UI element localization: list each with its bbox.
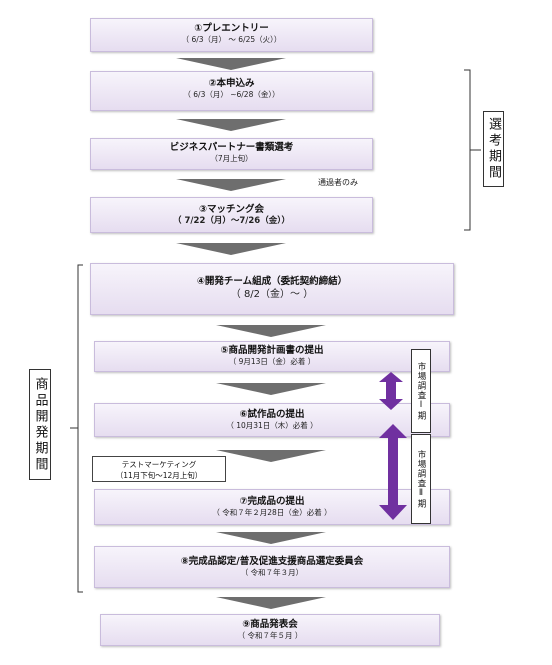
step-title: ⑧完成品認定/普及促進支援商品選定委員会 (180, 556, 364, 567)
selection-period-label: 選考期間 (483, 111, 504, 187)
step-date: （ 10月31日（木）必着 ） (226, 421, 318, 430)
step-date: （ 令和７年２月28日（金）必着 ） (212, 508, 332, 517)
step-title: ⑤商品開発計画書の提出 (220, 345, 324, 356)
market-research-2-arrow (379, 424, 407, 520)
step-date: （ 9月13日（金）必着 ） (228, 357, 316, 366)
step-document-screening: ビジネスパートナー書類選考 （7月上旬） (90, 138, 373, 170)
step-title: ④開発チーム組成（委託契約締結） (196, 276, 348, 287)
step-date: （ 6/3（月） ~6/28（金）） (183, 90, 280, 99)
flow-arrow (176, 243, 286, 255)
flow-arrow (216, 532, 326, 544)
test-marketing-title: テストマーケティング (121, 460, 197, 469)
step-title: ビジネスパートナー書類選考 (169, 142, 294, 153)
step-application: ②本申込み （ 6/3（月） ~6/28（金）） (90, 71, 373, 111)
step-title: ①プレエントリー (194, 23, 269, 34)
step-date: （ 7/22（月）～7/26（金）） (173, 216, 290, 226)
flow-arrow (176, 58, 286, 70)
step-title: ③マッチング会 (198, 204, 265, 215)
step-committee: ⑧完成品認定/普及促進支援商品選定委員会 （ 令和７年３月） (94, 546, 450, 588)
flow-arrow (216, 597, 326, 609)
step-date: （ 令和７年３月） (240, 568, 304, 577)
step-date: （ 6/3（月） ～ 6/25（火）） (181, 35, 282, 44)
flow-arrow (216, 383, 326, 395)
market-research-1-arrow (379, 372, 403, 410)
test-marketing-box: テストマーケティング （11月下旬～12月上旬） (92, 456, 226, 482)
development-period-bracket (70, 264, 83, 593)
step-development-plan: ⑤商品開発計画書の提出 （ 9月13日（金）必着 ） (94, 341, 450, 372)
step-matching: ③マッチング会 （ 7/22（月）～7/26（金）） (90, 197, 373, 233)
market-research-1-label: 市場調査Ⅰ期 (411, 349, 431, 433)
step-pre-entry: ①プレエントリー （ 6/3（月） ～ 6/25（火）） (90, 18, 373, 52)
flow-arrow (216, 325, 326, 337)
step-date: （ 8/2（金）～ ） (230, 289, 314, 300)
step-title: ⑨商品発表会 (242, 619, 298, 630)
development-period-label: 商品開発期間 (29, 369, 51, 480)
step-product-presentation: ⑨商品発表会 （ 令和７年５月 ） (100, 614, 440, 646)
test-marketing-period: （11月下旬～12月上旬） (115, 471, 203, 480)
passed-only-note: 通過者のみ (318, 178, 358, 187)
step-date: （ 令和７年５月 ） (237, 631, 303, 640)
flow-arrow (176, 119, 286, 131)
step-team-formation: ④開発チーム組成（委託契約締結） （ 8/2（金）～ ） (90, 263, 454, 315)
flow-arrow (176, 179, 286, 191)
flow-arrow (216, 450, 326, 462)
market-research-2-label: 市場調査Ⅱ期 (411, 434, 431, 524)
step-date: （7月上旬） (210, 154, 253, 163)
step-title: ⑥試作品の提出 (239, 409, 305, 420)
selection-period-bracket (464, 69, 481, 231)
step-title: ⑦完成品の提出 (239, 496, 305, 507)
step-title: ②本申込み (208, 78, 255, 89)
